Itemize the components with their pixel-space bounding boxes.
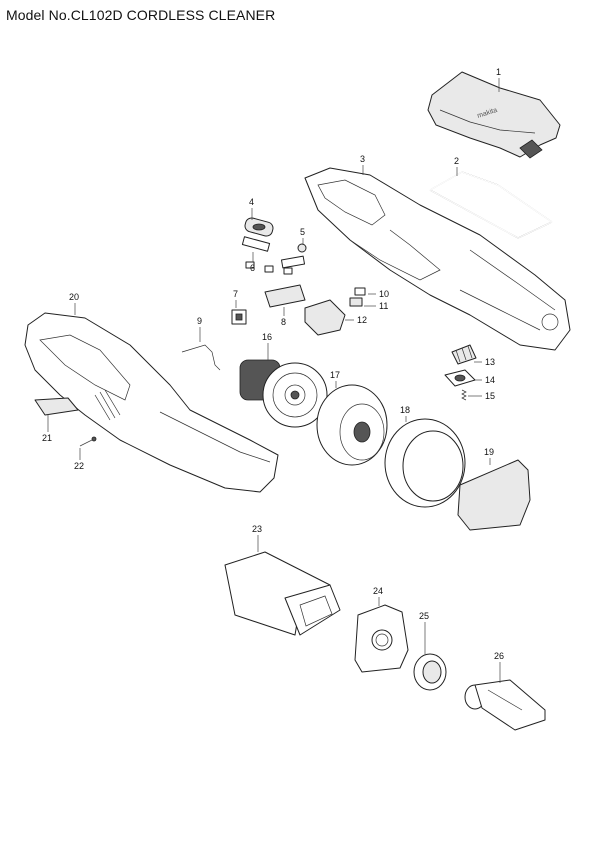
part-15-spring [461, 389, 467, 401]
callout-4: 4 [249, 197, 254, 207]
callout-14: 14 [485, 375, 495, 385]
part-20-lower-housing [24, 312, 279, 493]
callout-2: 2 [454, 156, 459, 166]
callout-11: 11 [379, 301, 388, 311]
callout-3: 3 [360, 154, 365, 164]
callout-25: 25 [419, 611, 429, 621]
part-8-pcb [264, 284, 306, 308]
part-11-block [349, 297, 363, 307]
part-6-plate [241, 236, 274, 273]
part-24-bag-holder [354, 604, 409, 673]
callout-8: 8 [281, 317, 286, 327]
callout-16: 16 [262, 332, 272, 342]
part-17-fan-cover [316, 384, 388, 466]
callout-23: 23 [252, 524, 262, 534]
part-21-nameplate [34, 397, 79, 416]
part-23-dust-bag [224, 551, 341, 636]
part-3-housing [304, 167, 571, 351]
part-14-latch-base [444, 369, 476, 387]
part-16-motor [239, 359, 328, 428]
callout-5: 5 [300, 227, 305, 237]
callout-7: 7 [233, 289, 238, 299]
callout-labels: 1 2 3 4 5 6 7 8 9 10 11 12 13 14 15 16 1… [42, 67, 504, 661]
callout-24: 24 [373, 586, 383, 596]
callout-20: 20 [69, 292, 79, 302]
part-25-seal-ring [413, 653, 447, 691]
callout-18: 18 [400, 405, 410, 415]
part-9-wire [181, 344, 221, 371]
callout-17: 17 [330, 370, 340, 380]
callout-13: 13 [485, 357, 495, 367]
part-7-switch [231, 309, 247, 325]
callout-19: 19 [484, 447, 494, 457]
callout-1: 1 [496, 67, 501, 77]
callout-12: 12 [357, 315, 367, 325]
callout-6: 6 [250, 263, 255, 273]
part-5-spring [280, 243, 307, 275]
part-18-filter-ring [384, 418, 466, 508]
callout-10: 10 [379, 289, 389, 299]
page-title: Model No.CL102D CORDLESS CLEANER [6, 7, 276, 23]
part-13-latch [451, 344, 477, 365]
callout-21: 21 [42, 433, 52, 443]
part-1-top-cover: makita [427, 71, 561, 159]
part-22-screw [79, 436, 97, 447]
part-26-nozzle [464, 679, 546, 731]
part-4-switch-cover [244, 217, 274, 237]
callout-26: 26 [494, 651, 504, 661]
leader-lines [47, 78, 501, 683]
callout-15: 15 [485, 391, 495, 401]
callout-9: 9 [197, 316, 202, 326]
part-10-block [354, 287, 366, 296]
part-19-filter [457, 459, 531, 531]
part-12-bracket [304, 299, 346, 336]
callout-22: 22 [74, 461, 84, 471]
